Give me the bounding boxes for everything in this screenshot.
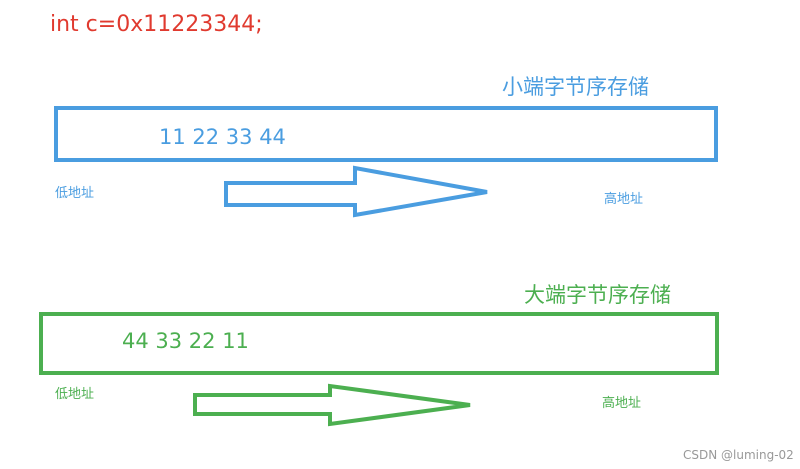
watermark: CSDN @luming-02 [683,448,794,462]
little-endian-high-address: 高地址 [604,192,644,207]
little-endian-memory-box [54,106,718,162]
big-endian-arrow [193,383,471,427]
little-endian-low-address: 低地址 [55,186,95,201]
little-endian-bytes: 11 22 33 44 [159,125,286,149]
code-declaration: int c=0x11223344; [50,12,263,37]
little-endian-arrow [224,165,488,218]
little-endian-title: 小端字节序存储 [502,75,649,99]
big-endian-high-address: 高地址 [602,396,642,411]
big-endian-memory-box [39,312,719,375]
big-endian-low-address: 低地址 [55,387,95,402]
big-endian-title: 大端字节序存储 [524,283,671,307]
big-endian-bytes: 44 33 22 11 [122,329,249,353]
